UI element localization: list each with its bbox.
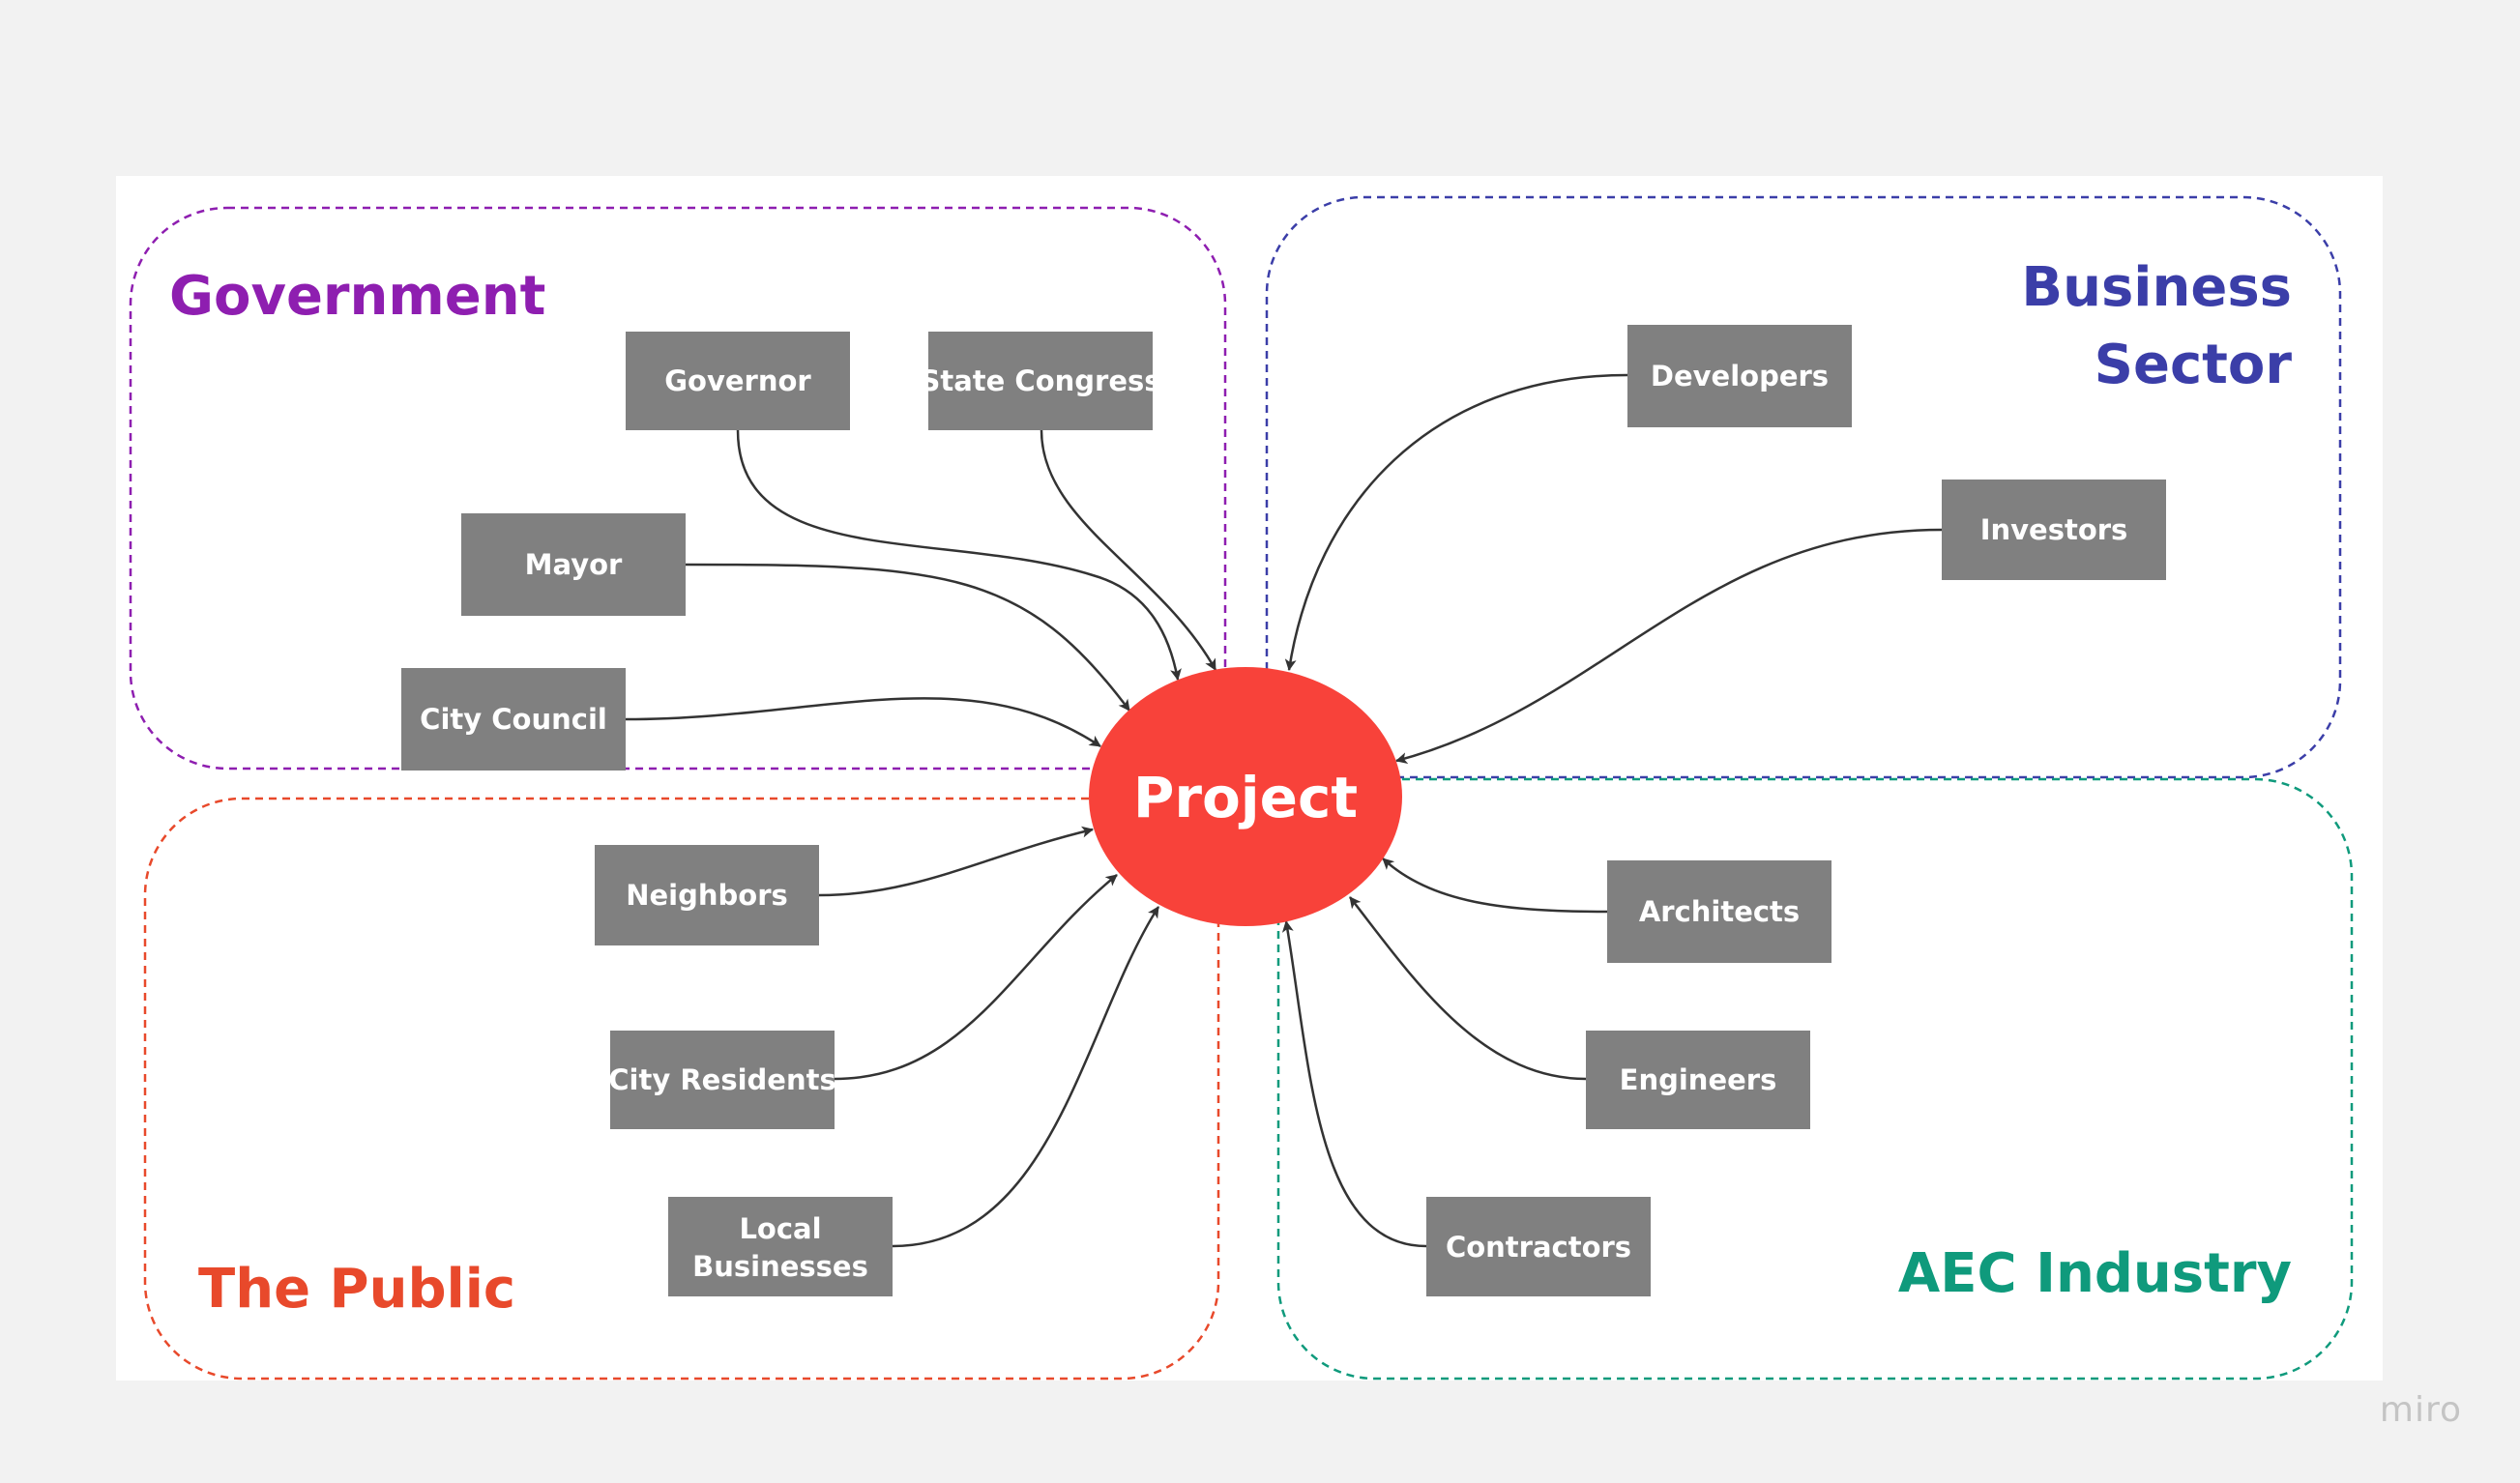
- developers-node[interactable]: Developers: [1627, 325, 1852, 427]
- connector-investors: [1395, 528, 1943, 764]
- state-congress-node[interactable]: State Congress: [920, 332, 1161, 430]
- connector-contractors: [1281, 920, 1427, 1248]
- public-group-boundary: [143, 797, 1220, 1381]
- connector-state-congress: [1040, 429, 1217, 671]
- neighbors-label: Neighbors: [626, 879, 788, 912]
- architects-label: Architects: [1639, 895, 1800, 928]
- government-group-boundary: [129, 206, 1227, 771]
- connector-mayor: [685, 563, 1131, 712]
- local-businesses-node[interactable]: Local Businesses: [668, 1197, 893, 1296]
- contractors-node[interactable]: Contractors: [1426, 1197, 1651, 1296]
- miro-watermark: miro: [2379, 1390, 2462, 1430]
- connector-architects: [1382, 858, 1608, 914]
- state-congress-label: State Congress: [920, 364, 1160, 397]
- business-group-title-line2: Sector: [2095, 334, 2293, 396]
- developers-label: Developers: [1651, 360, 1829, 393]
- governor-label: Governor: [664, 364, 811, 397]
- connector-engineers: [1349, 896, 1587, 1081]
- connector-neighbors: [818, 826, 1094, 897]
- investors-node[interactable]: Investors: [1942, 480, 2166, 580]
- connector-city-council: [625, 697, 1101, 748]
- connector-city-residents: [834, 874, 1118, 1081]
- city-council-label: City Council: [420, 703, 607, 736]
- mayor-node[interactable]: Mayor: [461, 513, 686, 616]
- city-residents-label: City Residents: [608, 1063, 835, 1096]
- city-council-node[interactable]: City Council: [401, 668, 626, 771]
- architects-node[interactable]: Architects: [1607, 860, 1831, 963]
- local-businesses-label-line1: Local: [739, 1212, 821, 1245]
- connector-developers: [1284, 373, 1628, 671]
- neighbors-node[interactable]: Neighbors: [595, 845, 819, 945]
- governor-node[interactable]: Governor: [626, 332, 850, 430]
- project-label: Project: [1133, 765, 1358, 830]
- local-businesses-label-line2: Businesses: [692, 1250, 868, 1283]
- connector-governor: [736, 429, 1182, 681]
- public-group-title: The Public: [198, 1258, 515, 1321]
- city-residents-node[interactable]: City Residents: [608, 1031, 836, 1129]
- government-group-title: Government: [169, 265, 545, 328]
- connector-local-businesses: [892, 906, 1160, 1248]
- project-node[interactable]: Project: [1089, 667, 1402, 926]
- contractors-label: Contractors: [1446, 1231, 1631, 1264]
- business-group-title-line1: Business: [2021, 256, 2292, 319]
- investors-label: Investors: [1980, 513, 2128, 546]
- mayor-label: Mayor: [525, 548, 623, 581]
- engineers-node[interactable]: Engineers: [1586, 1031, 1810, 1129]
- business-group-boundary: [1265, 195, 2342, 779]
- engineers-label: Engineers: [1620, 1063, 1777, 1096]
- aec-group-title: AEC Industry: [1898, 1242, 2292, 1305]
- aec-group-boundary: [1276, 777, 2354, 1381]
